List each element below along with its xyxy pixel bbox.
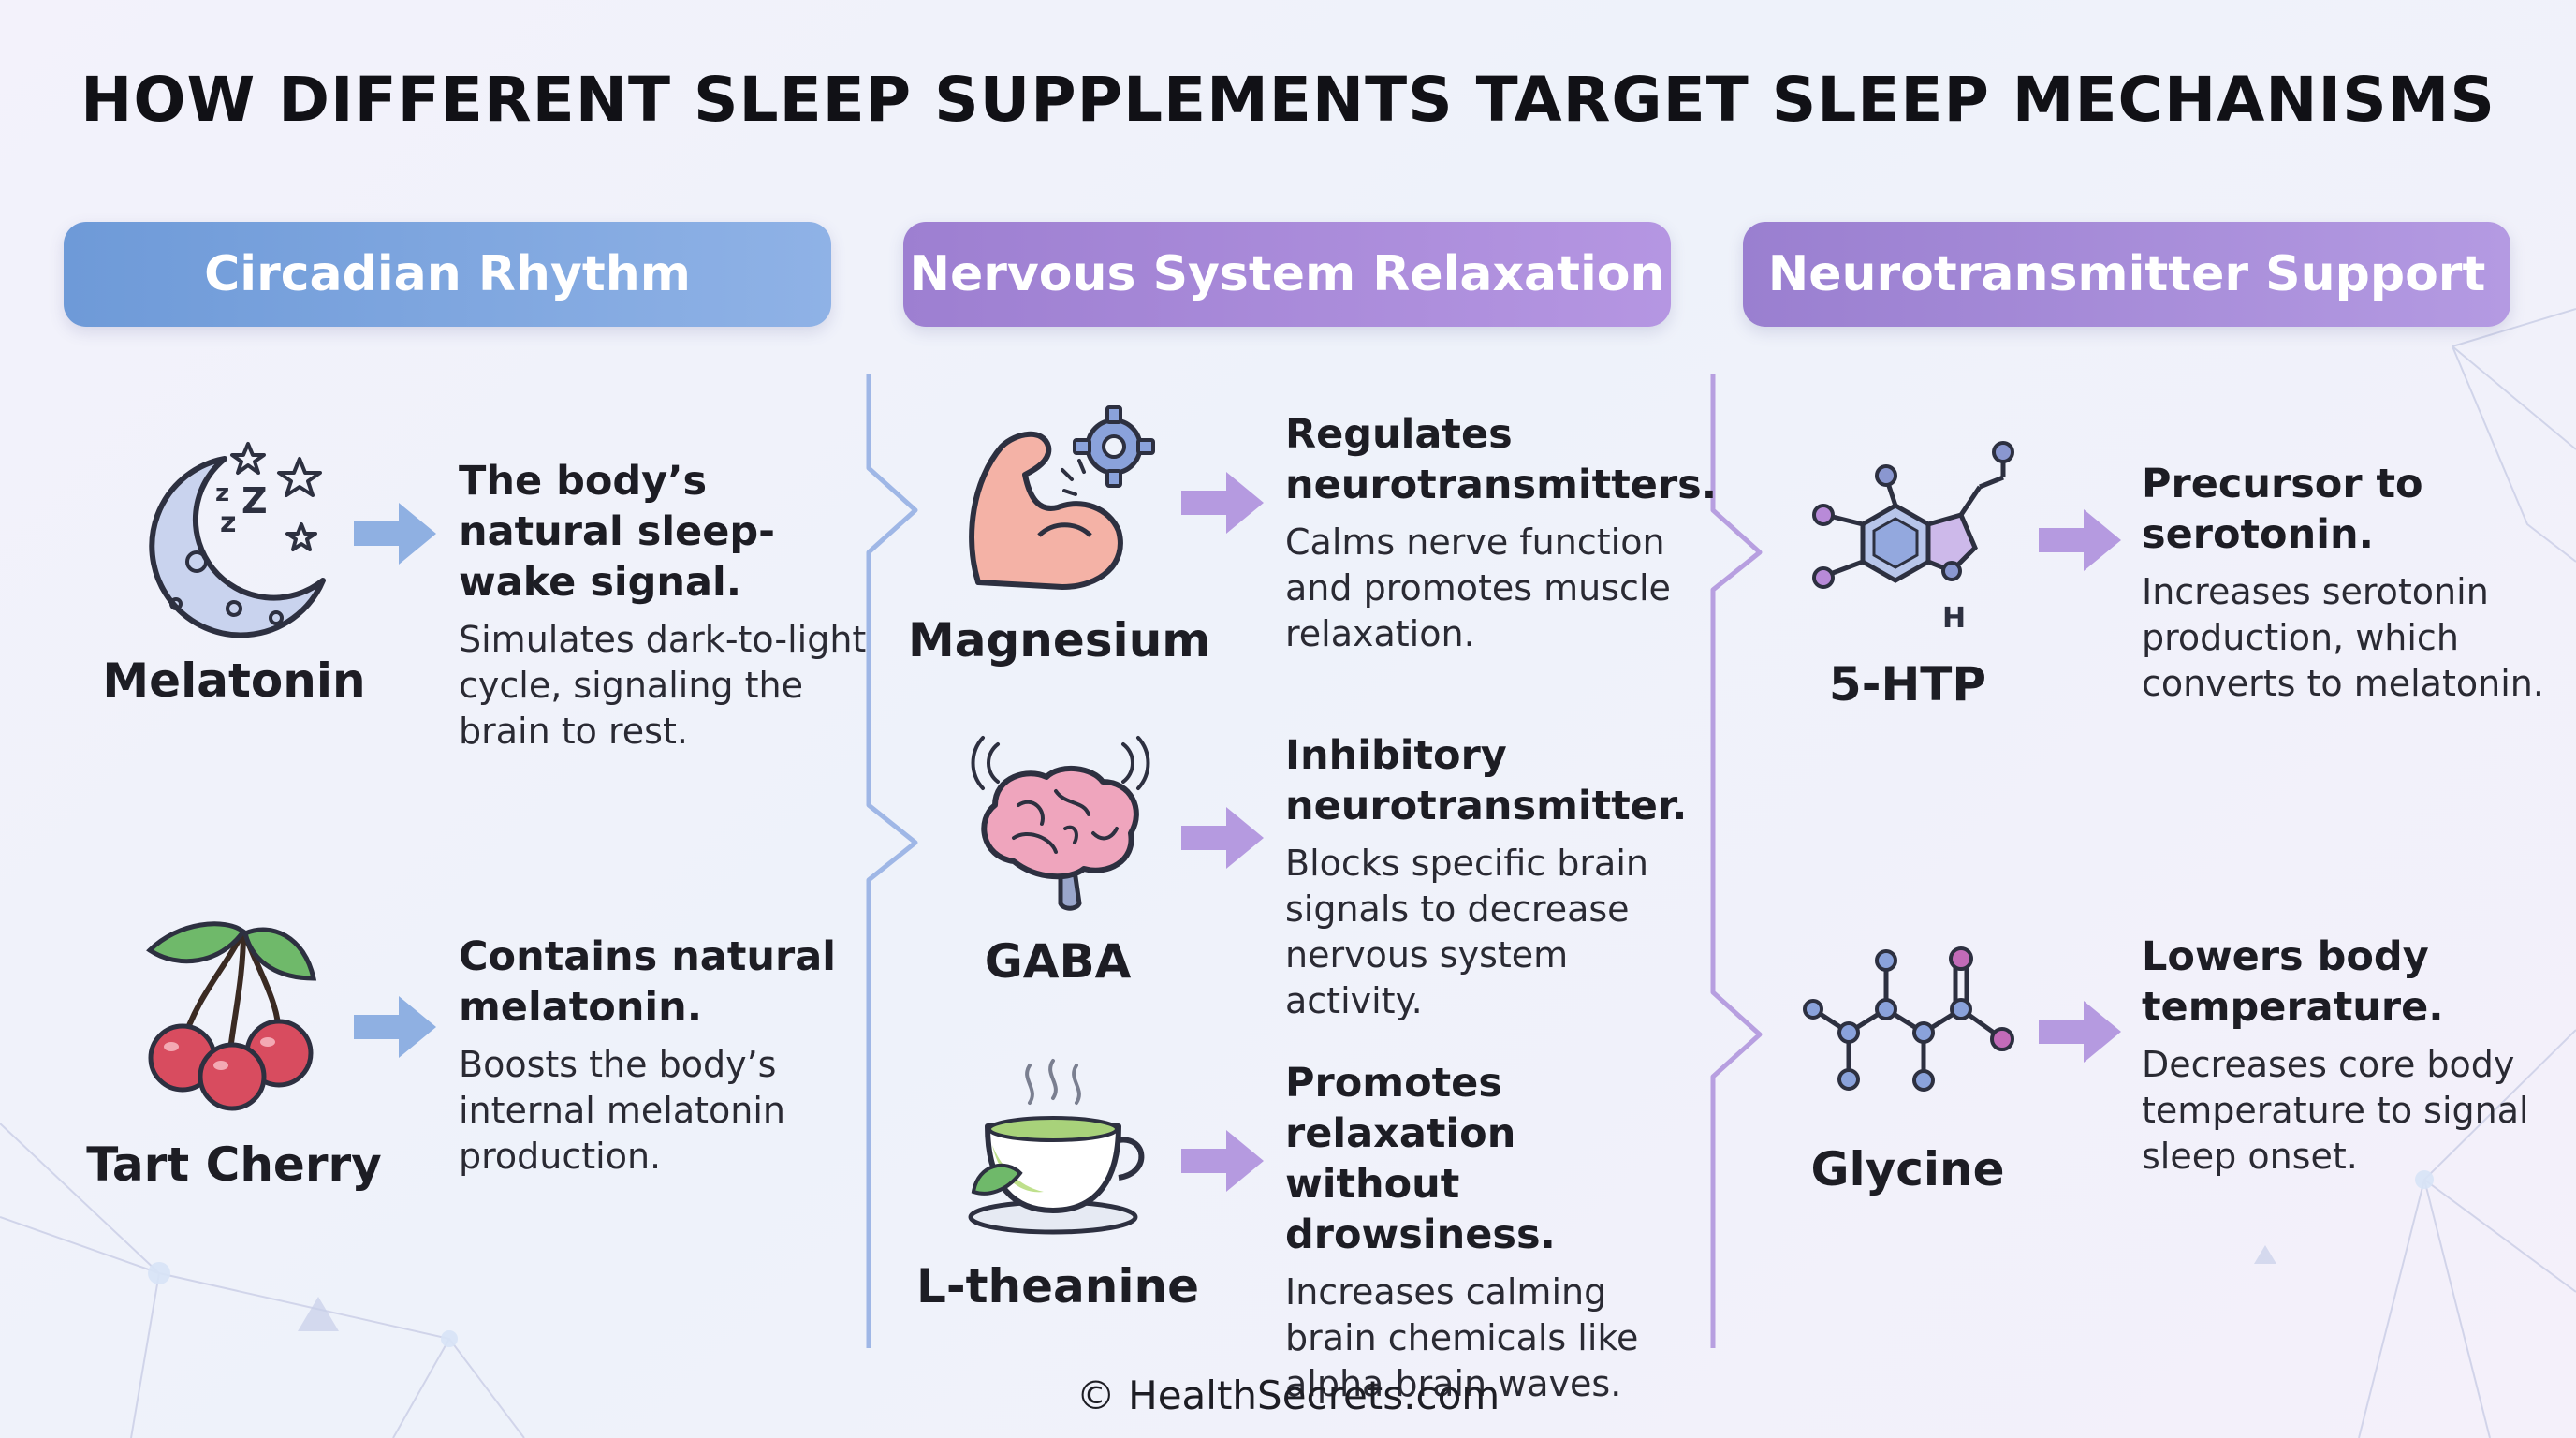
copyright-footer: © HealthSecrets.com	[1076, 1372, 1500, 1418]
svg-text:z: z	[215, 479, 229, 507]
supplement-name-l-theanine: L-theanine	[915, 1259, 1199, 1313]
supplement-name-glycine: Glycine	[1810, 1142, 2005, 1196]
supplement-description: Boosts the body’s internal melatonin pro…	[459, 1044, 785, 1177]
supplement-description: Simulates dark-to-light cycle, signaling…	[459, 619, 867, 752]
category-header-neurotransmitter-support: Neurotransmitter Support	[1743, 222, 2510, 327]
svg-text:Z: Z	[242, 480, 268, 521]
supplement-name-melatonin: Melatonin	[102, 653, 366, 708]
page-title: HOW DIFFERENT SLEEP SUPPLEMENTS TARGET S…	[80, 64, 2496, 136]
svg-text:z: z	[220, 506, 236, 539]
supplement-headline: Promotes relaxation without drowsiness.	[1285, 1060, 1556, 1258]
supplement-name-5-htp: 5-HTP	[1828, 657, 1987, 712]
arrow-right-icon	[2039, 1001, 2121, 1063]
category-header-circadian-rhythm: Circadian Rhythm	[64, 222, 831, 327]
supplement-info-5-htp: Precursor to serotonin. Increases seroto…	[2142, 459, 2554, 707]
cherry-icon	[146, 921, 317, 1111]
supplement-info-magnesium: Regulates neurotransmitters. Calms nerve…	[1285, 409, 1718, 657]
supplement-headline: Contains natural melatonin.	[459, 933, 836, 1031]
supplement-name-magnesium: Magnesium	[908, 613, 1211, 668]
molecule-icon: H	[1812, 441, 2014, 635]
supplement-info-l-theanine: Promotes relaxation without drowsiness. …	[1285, 1058, 1697, 1407]
supplement-headline: Inhibitory neurotransmitter.	[1285, 732, 1688, 829]
supplement-info-tart-cherry: Contains natural melatonin. Boosts the b…	[459, 932, 871, 1180]
supplement-headline: Regulates neurotransmitters.	[1285, 411, 1718, 508]
category-header-nervous-system-relaxation: Nervous System Relaxation	[903, 222, 1671, 327]
supplement-description: Blocks specific brain signals to decreas…	[1285, 843, 1648, 1021]
arrow-right-icon	[2039, 509, 2121, 571]
arrow-right-icon	[1181, 1130, 1264, 1192]
brain-icon	[971, 736, 1150, 911]
moon-stars-icon: z Z z	[149, 442, 326, 638]
arrow-right-icon	[1181, 472, 1264, 534]
arrow-right-icon	[1181, 807, 1264, 869]
arrow-right-icon	[354, 996, 436, 1058]
supplement-info-glycine: Lowers body temperature. Decreases core …	[2142, 932, 2554, 1180]
supplement-name-gaba: GABA	[984, 934, 1132, 989]
atom-label: H	[1942, 602, 1966, 635]
arrow-right-icon	[354, 503, 436, 565]
supplement-description: Increases serotonin production, which co…	[2142, 571, 2544, 704]
supplement-description: Decreases core body temperature to signa…	[2142, 1044, 2529, 1177]
supplement-description: Calms nerve function and promotes muscle…	[1285, 521, 1671, 654]
molecule-chain-icon	[1803, 946, 2014, 1092]
supplement-headline: Precursor to serotonin.	[2142, 461, 2423, 558]
supplement-description: Increases calming brain chemicals like a…	[1285, 1271, 1639, 1404]
supplement-info-gaba: Inhibitory neurotransmitter. Blocks spec…	[1285, 730, 1697, 1024]
green-tea-cup-icon	[968, 1059, 1145, 1235]
flexed-arm-gear-icon	[969, 405, 1155, 590]
supplement-headline: The body’s natural sleep-wake signal.	[459, 458, 776, 606]
supplement-info-melatonin: The body’s natural sleep-wake signal. Si…	[459, 456, 871, 755]
supplement-headline: Lowers body temperature.	[2142, 933, 2444, 1031]
supplement-name-tart-cherry: Tart Cherry	[86, 1137, 382, 1192]
